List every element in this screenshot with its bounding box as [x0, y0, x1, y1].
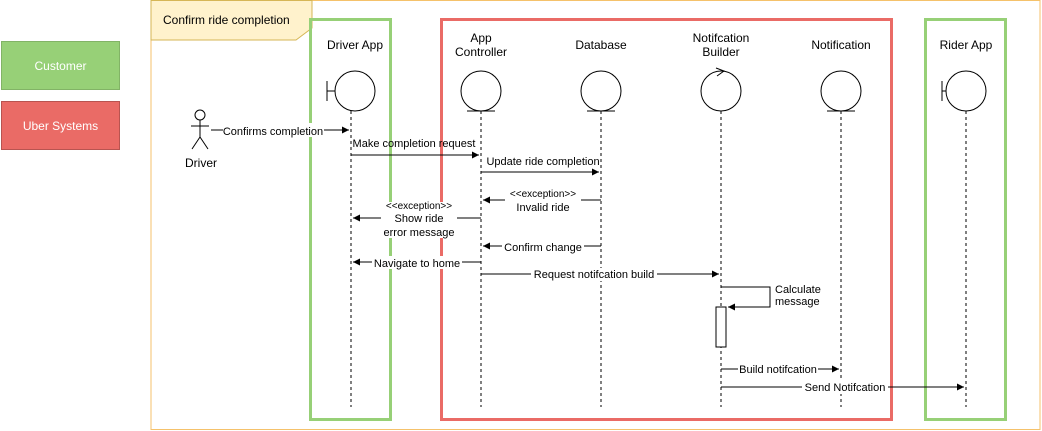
message-labels: Confirms completion Make completion requ… — [223, 123, 888, 394]
customer-group-box-rider — [924, 18, 1007, 421]
control-loop-icon — [700, 67, 742, 112]
message-label-m2: Make completion request — [353, 138, 476, 150]
message-label-m5-line2: Show ride — [395, 213, 444, 225]
message-label-m6: Confirm change — [504, 242, 582, 254]
message-label-m4-line1: <<exception>> — [510, 189, 576, 200]
legend-uber-systems: Uber Systems — [1, 101, 120, 150]
boundary-icon — [326, 70, 376, 112]
activation-box — [715, 306, 727, 348]
participant-label-database: Database — [575, 38, 627, 52]
boundary-icon — [941, 70, 987, 112]
stick-figure-icon — [191, 109, 209, 150]
legend-customer: Customer — [1, 41, 120, 90]
participant-label-app-controller-2: Controller — [455, 45, 507, 59]
control-icon — [460, 70, 502, 112]
message-label-m1: Confirms completion — [223, 126, 323, 138]
frame-title-tab — [150, 0, 313, 41]
message-label-m5-line1: <<exception>> — [386, 201, 452, 212]
frame-border — [150, 0, 1041, 430]
message-label-m11: Send Notifcation — [805, 382, 886, 394]
participant-label-driver-app: Driver App — [327, 38, 383, 52]
entity-icon — [820, 70, 862, 112]
actor-label: Driver — [185, 156, 217, 170]
participant-label-rider-app: Rider App — [940, 38, 993, 52]
message-label-m8: Request notifcation build — [534, 269, 654, 281]
lifelines — [350, 111, 967, 407]
entity-icon — [580, 70, 622, 112]
uber-systems-group-box — [440, 18, 893, 421]
message-label-m9-line1: Calculate — [775, 284, 821, 296]
participant-label-notification-builder-1: Notifcation — [693, 31, 750, 45]
message-label-m7: Navigate to home — [374, 258, 460, 270]
message-line-m9 — [721, 286, 771, 311]
message-label-m3: Update ride completion — [486, 156, 599, 168]
participant-label-app-controller-1: App — [470, 31, 492, 45]
frame-title: Confirm ride completion — [163, 13, 290, 27]
participant-label-notification-builder-2: Builder — [702, 45, 739, 59]
participant-label-notification: Notification — [811, 38, 870, 52]
message-label-m9-line2: message — [775, 296, 820, 308]
legend-customer-label: Customer — [34, 58, 87, 73]
legend-uber-label: Uber Systems — [22, 118, 99, 133]
message-label-m10: Build notifcation — [739, 364, 817, 376]
message-label-m5-line3: error message — [384, 227, 455, 239]
message-arrows — [211, 126, 964, 391]
message-label-m4-line2: Invalid ride — [516, 202, 569, 214]
